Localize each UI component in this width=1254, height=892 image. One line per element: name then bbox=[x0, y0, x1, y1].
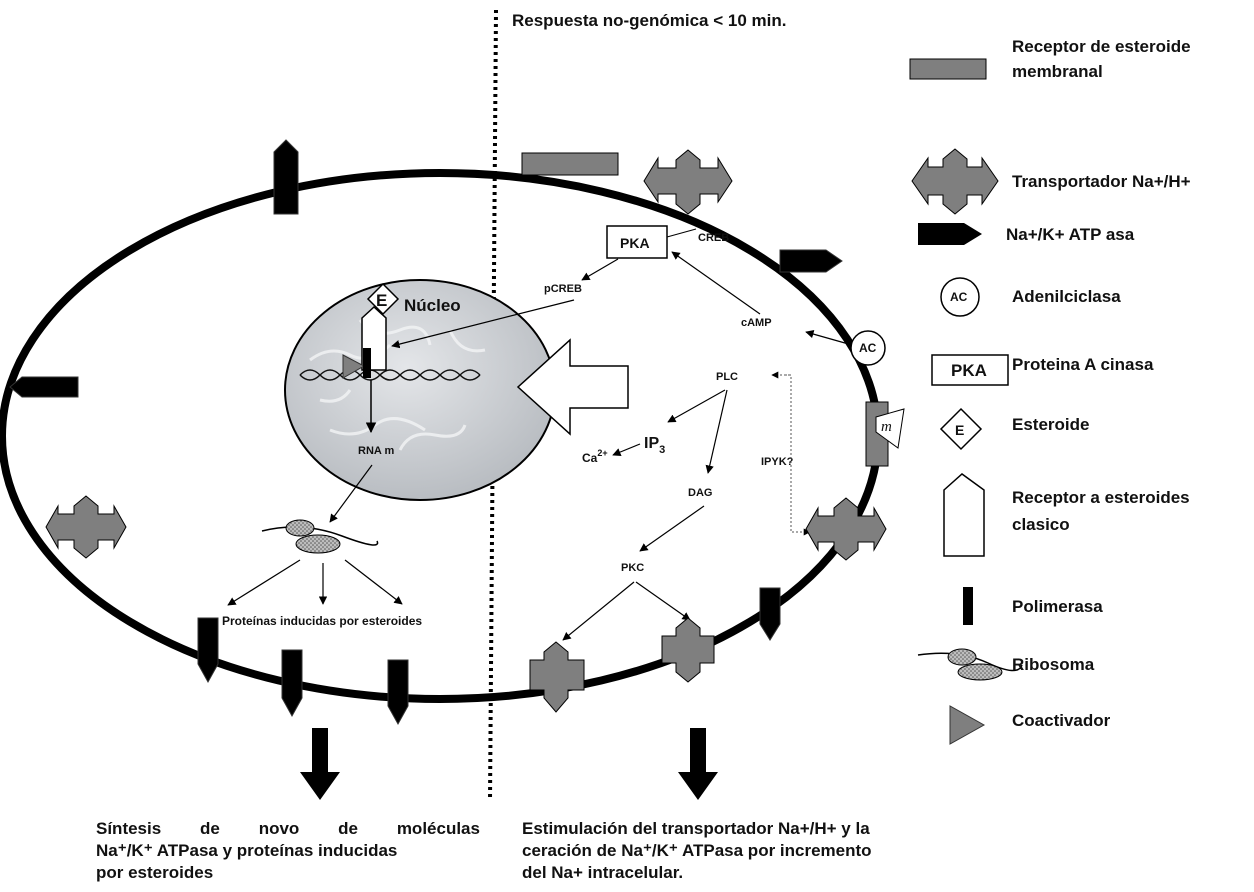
legend-classic-receptor-icon bbox=[943, 473, 985, 557]
dna-strand bbox=[299, 369, 481, 381]
caption-right-line3: del Na+ intracelular. bbox=[522, 863, 684, 882]
ip3-label: IP3 bbox=[644, 435, 665, 456]
legend-pka-symbol: PKA bbox=[951, 361, 987, 380]
caption-left-word: moléculas bbox=[396, 819, 480, 838]
legend-na-h-transporter-label: Transportador Na+/H+ bbox=[1012, 172, 1191, 191]
pcreb-label: pCREB bbox=[544, 283, 582, 295]
legend-classic-receptor-l2: clasico bbox=[1012, 515, 1070, 534]
legend-coactivator-icon bbox=[949, 705, 986, 745]
caption-left-word: de bbox=[338, 819, 358, 838]
calcium-label: Ca2+ bbox=[582, 448, 608, 465]
mrna-label: RNA m bbox=[358, 445, 394, 457]
dag-label: DAG bbox=[688, 487, 712, 499]
caption-right-line2: ceración de Na⁺/K⁺ ATPasa por incremento bbox=[522, 841, 872, 860]
na-h-transporters bbox=[45, 149, 887, 713]
caption-left: Síntesis de novo de moléculas Na⁺/K⁺ ATP… bbox=[96, 818, 480, 884]
legend-steroid-label: Esteroide bbox=[1012, 415, 1089, 434]
caption-left-word: Síntesis bbox=[96, 819, 162, 838]
plc-label: PLC bbox=[716, 371, 738, 383]
legend-protein-kinase-a-label: Proteina A cinasa bbox=[1012, 355, 1154, 374]
legend-ribosome-icon bbox=[917, 648, 1023, 681]
pkc-label: PKC bbox=[621, 562, 644, 574]
legend-na-k-atpase-label: Na+/K+ ATP asa bbox=[1006, 225, 1135, 244]
caption-right: Estimulación del transportador Na+/H+ y … bbox=[522, 818, 982, 884]
legend-na-h-transporter-icon bbox=[911, 148, 999, 215]
ac-enzyme: AC bbox=[850, 330, 886, 366]
membrane-steroid-m-label: m bbox=[881, 419, 892, 435]
steroid-diamond bbox=[366, 282, 400, 316]
ribosome-in-cell bbox=[261, 519, 379, 554]
steroid-diamond-label: E bbox=[376, 291, 387, 310]
legend-adenylcyclase-label: Adenilciclasa bbox=[1012, 287, 1121, 306]
polymerase-bar bbox=[363, 348, 371, 378]
caption-left-word: novo bbox=[258, 819, 300, 838]
down-arrow-right bbox=[678, 728, 718, 800]
camp-label: cAMP bbox=[741, 317, 772, 329]
induced-proteins-label: Proteínas inducidas por esteroides bbox=[222, 614, 422, 628]
legend-steroid-symbol: E bbox=[955, 422, 964, 438]
legend-coactivator-label: Coactivador bbox=[1012, 711, 1111, 730]
caption-left-line3: por esteroides bbox=[96, 863, 214, 882]
legend-steroid-icon bbox=[939, 407, 983, 451]
legend-classic-receptor-l1: Receptor a esteroides bbox=[1012, 488, 1190, 507]
legend-polymerase-label: Polimerasa bbox=[1012, 597, 1103, 616]
legend: Receptor de esteroide membranal Transpor… bbox=[909, 37, 1191, 745]
nuclear-entry-arrow bbox=[516, 338, 629, 436]
ac-label: AC bbox=[859, 341, 877, 355]
pka-box bbox=[606, 225, 668, 259]
coactivator-triangle bbox=[342, 354, 366, 379]
legend-polymerase-icon bbox=[963, 587, 973, 625]
legend-ac-icon bbox=[940, 277, 980, 317]
caption-left-word: de bbox=[200, 819, 220, 838]
na-k-atpase-pumps bbox=[9, 139, 843, 726]
caption-left-line1: Síntesis de novo de moléculas bbox=[96, 818, 480, 840]
down-arrow-left bbox=[300, 728, 340, 800]
membrane-receptor bbox=[521, 152, 619, 176]
legend-ribosome-label: Ribosoma bbox=[1012, 655, 1095, 674]
nongenomic-label: Respuesta no-genómica < 10 min. bbox=[512, 11, 786, 30]
legend-membrane-receptor-icon bbox=[909, 58, 987, 80]
legend-pka-icon bbox=[931, 354, 1009, 386]
classic-receptor-complex: E bbox=[342, 282, 400, 379]
legend-membrane-receptor-l1: Receptor de esteroide bbox=[1012, 37, 1191, 56]
pka-label: PKA bbox=[620, 235, 650, 251]
caption-left-line2: Na⁺/K⁺ ATPasa y proteínas inducidas bbox=[96, 841, 398, 860]
creb-label: CREB bbox=[698, 232, 729, 244]
nucleus-label: Núcleo bbox=[404, 296, 461, 315]
ipyk-label: IPYK? bbox=[761, 456, 794, 468]
divider-line bbox=[488, 9, 498, 801]
nucleus: Núcleo bbox=[284, 279, 556, 501]
caption-right-line1: Estimulación del transportador Na+/H+ y … bbox=[522, 819, 870, 838]
membrane-steroid-m bbox=[875, 408, 905, 449]
legend-membrane-receptor-l2: membranal bbox=[1012, 62, 1103, 81]
legend-na-k-atpase-icon bbox=[918, 223, 982, 245]
legend-ac-symbol: AC bbox=[950, 290, 968, 304]
